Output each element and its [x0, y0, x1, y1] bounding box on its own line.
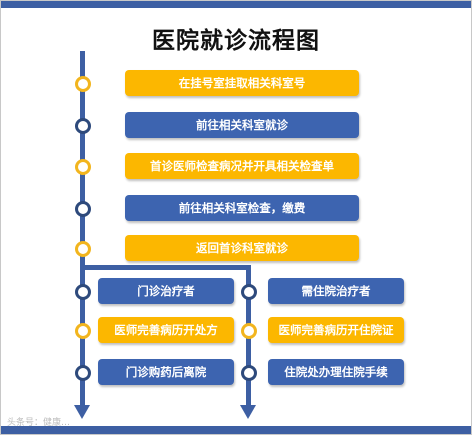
step-box-tests-payment: 前往相关科室检查，缴费 [125, 195, 359, 221]
outpatient-box-discharge: 门诊购药后离院 [98, 359, 234, 385]
step-node-1 [75, 76, 91, 92]
outpatient-box-prescription: 医师完善病历开处方 [98, 317, 234, 343]
outpatient-arrow-head [74, 405, 90, 419]
branch-connector-line [80, 265, 251, 270]
outpatient-node-2 [75, 323, 91, 339]
main-flow-line [80, 51, 85, 409]
inpatient-arrow-head [240, 405, 256, 419]
bottom-border-bar [1, 426, 471, 434]
inpatient-node-1 [241, 284, 257, 300]
inpatient-node-3 [241, 365, 257, 381]
watermark-text: 头条号：健康… [7, 418, 71, 428]
page-title: 医院就诊流程图 [152, 27, 320, 54]
inpatient-box-admission-needed: 需住院治疗者 [268, 278, 404, 304]
step-node-5 [75, 241, 91, 257]
inpatient-box-admission-procedure: 住院处办理住院手续 [268, 359, 404, 385]
step-box-register: 在挂号室挂取相关科室号 [125, 70, 359, 96]
top-border-bar [1, 1, 471, 8]
step-node-4 [75, 201, 91, 217]
inpatient-node-2 [241, 323, 257, 339]
step-box-visit-department: 前往相关科室就诊 [125, 112, 359, 138]
outpatient-node-3 [75, 365, 91, 381]
outpatient-node-1 [75, 284, 91, 300]
inpatient-box-admission-certificate: 医师完善病历开住院证 [268, 317, 404, 343]
step-box-return-consult: 返回首诊科室就诊 [125, 235, 359, 261]
step-box-initial-exam: 首诊医师检查病况并开具相关检查单 [125, 153, 359, 179]
outpatient-box-treatment: 门诊治疗者 [98, 278, 234, 304]
step-node-3 [75, 159, 91, 175]
step-node-2 [75, 118, 91, 134]
